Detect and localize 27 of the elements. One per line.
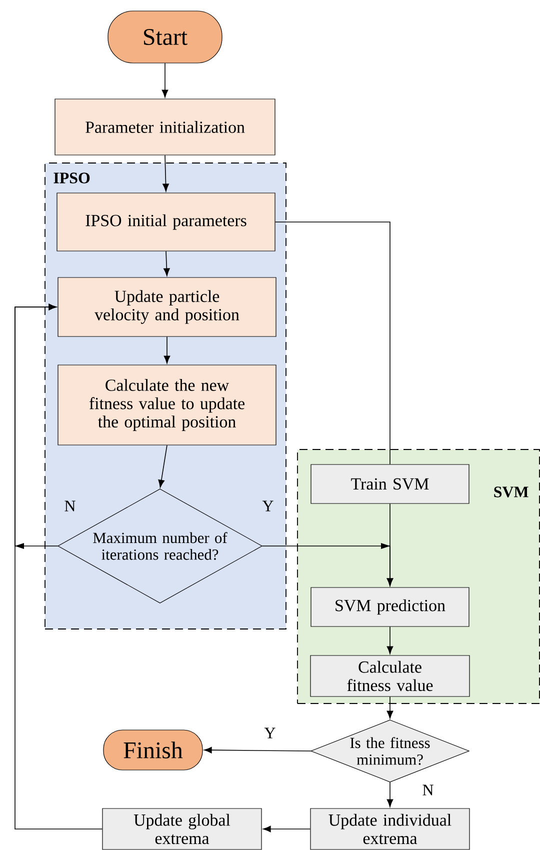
edge-label: Y [261, 500, 275, 512]
arrow [162, 154, 169, 192]
arrow [386, 626, 394, 654]
process-box: Parameter initialization [54, 98, 276, 156]
process-box: Calculate fitness value [310, 655, 470, 697]
process-box: Update global extrema [102, 808, 262, 850]
process-box: Update individual extrema [310, 808, 470, 850]
arrow [14, 304, 103, 830]
edge-label: N [63, 500, 77, 512]
terminal-box: Start [108, 10, 222, 64]
process-box: Calculate the new fitness value to update the optimal position [58, 364, 276, 446]
arrow [163, 250, 170, 276]
process-box: SVM prediction [310, 587, 470, 627]
arrow [386, 503, 394, 586]
arrow [164, 336, 170, 364]
process-box: IPSO initial parameters [56, 192, 276, 252]
edge-label: Y [263, 726, 277, 740]
arrow [386, 782, 394, 807]
process-box: Train SVM [310, 464, 470, 504]
arrow [158, 444, 168, 488]
terminal-box: Finish [103, 730, 203, 770]
arrow [204, 746, 312, 754]
arrow [263, 826, 311, 832]
edge-label: N [421, 784, 435, 796]
process-box: Update particle velocity and position [58, 277, 276, 337]
arrow [162, 62, 168, 98]
arrow [386, 696, 394, 719]
